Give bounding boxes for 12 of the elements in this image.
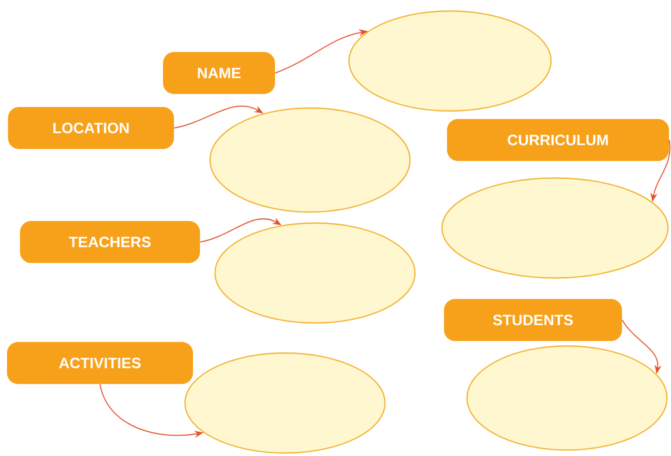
label-pill: NAME — [163, 52, 275, 94]
blank-ellipse — [184, 352, 386, 454]
blank-ellipse — [209, 107, 411, 213]
blank-ellipse — [214, 222, 416, 324]
label-pill: CURRICULUM — [447, 119, 669, 161]
label-pill: STUDENTS — [444, 299, 622, 341]
blank-ellipse — [348, 10, 552, 112]
label-pill: TEACHERS — [20, 221, 200, 263]
label-pill: ACTIVITIES — [7, 342, 193, 384]
blank-ellipse — [441, 177, 669, 279]
label-pill: LOCATION — [8, 107, 174, 149]
blank-ellipse — [466, 345, 668, 451]
